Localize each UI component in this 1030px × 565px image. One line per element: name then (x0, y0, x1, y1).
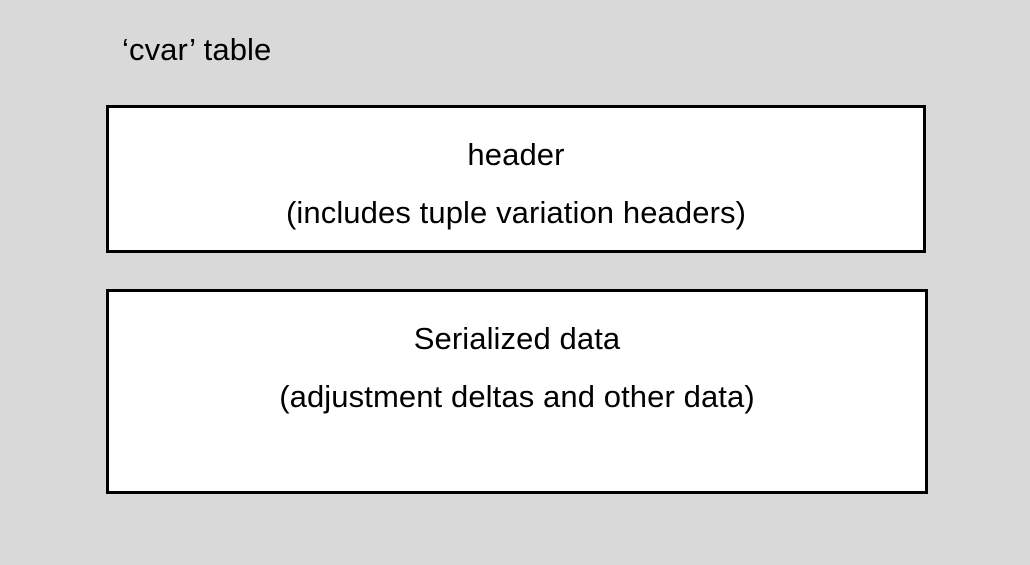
serialized-data-box-line-2: (adjustment deltas and other data) (279, 379, 755, 414)
header-box: header (includes tuple variation headers… (106, 105, 926, 253)
page-title: ‘cvar’ table (122, 32, 272, 67)
serialized-data-box-line-1: Serialized data (413, 321, 621, 356)
serialized-data-box: Serialized data (adjustment deltas and o… (106, 289, 928, 494)
header-box-line-1: header (467, 137, 565, 172)
header-box-line-2: (includes tuple variation headers) (285, 195, 747, 230)
